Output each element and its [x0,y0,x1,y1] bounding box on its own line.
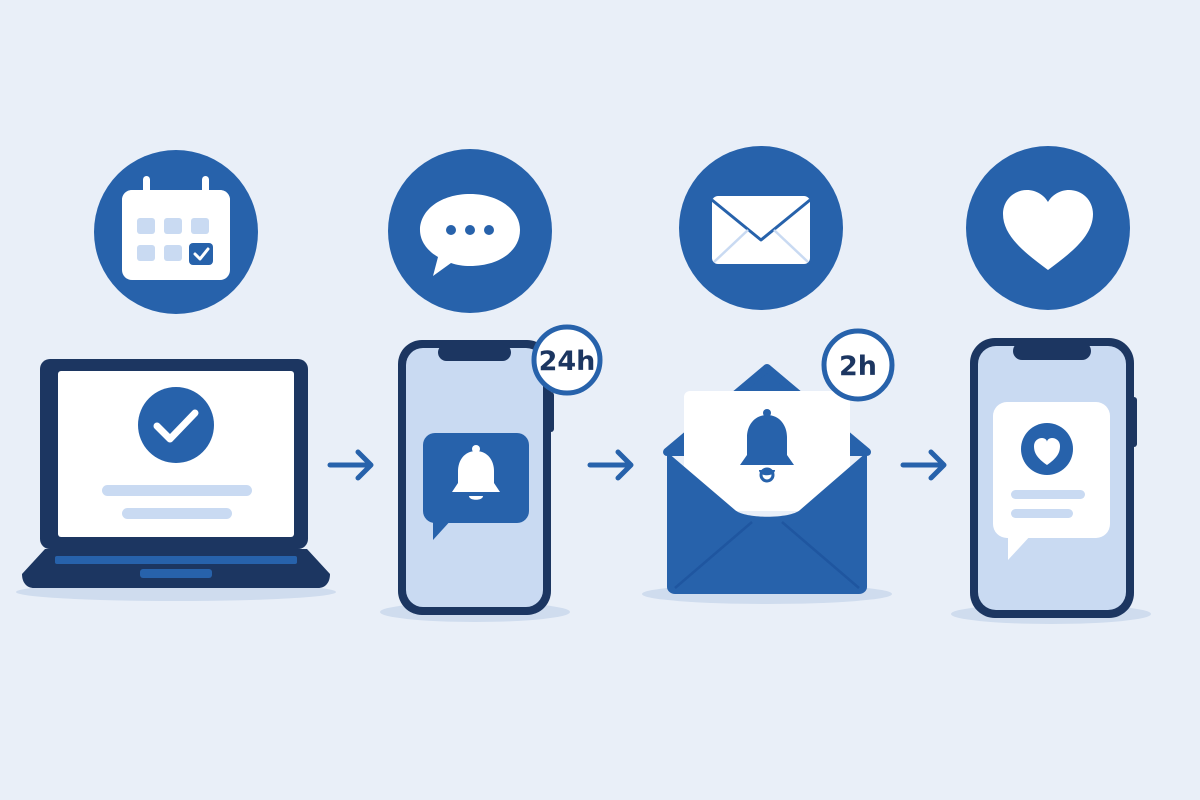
phone-feedback-message [970,338,1137,618]
bell-icon [740,409,794,483]
phone-notch [1013,342,1091,360]
calendar-check-icon [122,176,230,280]
step-4-circle [966,146,1130,310]
arrow-right-icon [587,449,634,481]
step-3-circle [679,146,843,310]
check-mark-icon [153,409,199,443]
phone-push-notification [398,340,554,615]
step-1-circle [94,150,258,314]
step-2-circle [388,149,552,313]
heart-icon [1003,190,1093,270]
heart-icon [1034,438,1060,465]
chat-bubble-icon [420,194,520,276]
arrow-right-icon [900,449,947,481]
envelope-fold-lines [674,521,860,589]
email-notification [663,364,871,594]
envelope-front [667,452,867,594]
text-line-short [122,508,232,519]
laptop-base [22,549,330,588]
time-badge-24h: 24h [531,324,603,396]
arrow-right-icon [327,449,374,481]
envelope-icon [711,196,811,264]
bell-icon [452,445,500,500]
text-line-long [102,485,252,496]
text-line-long [1011,490,1085,499]
trackpad [140,569,212,578]
badge-label: 2h [839,351,877,382]
text-line-short [1011,509,1073,518]
badge-label: 24h [539,346,596,377]
keyboard-strip [55,556,297,564]
time-badge-2h: 2h [821,328,895,402]
laptop-confirmation [22,359,330,588]
check-circle-icon [138,387,214,463]
phone-notch [438,344,511,361]
